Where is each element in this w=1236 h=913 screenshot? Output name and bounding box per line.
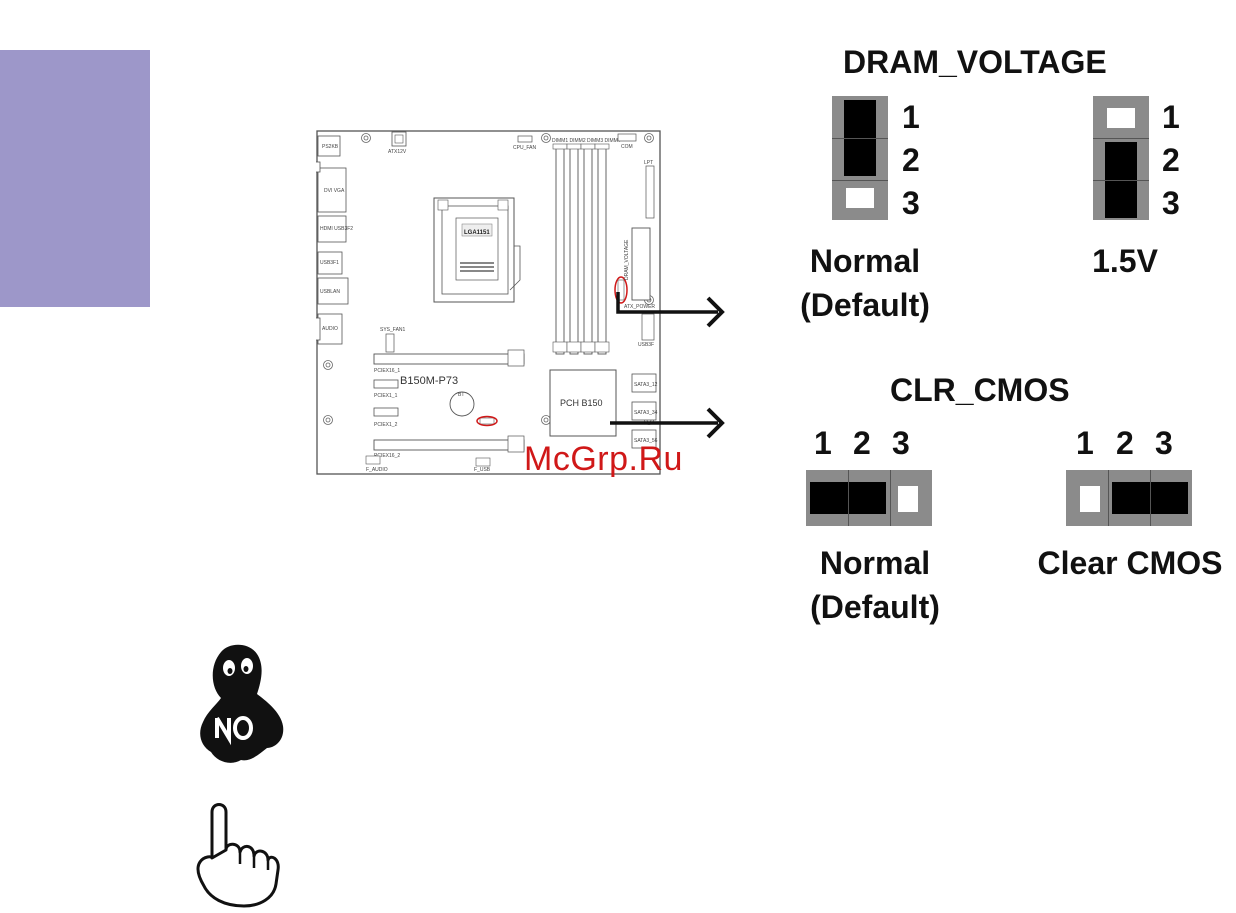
pointing-hand-icon	[196, 803, 280, 908]
dimm-labels: DIMM1 DIMM2 DIMM3 DIMM4	[552, 138, 621, 144]
motherboard-diagram: PS2KB DVI VGA HDMI USB3F2 USB3F1 USBLAN …	[316, 130, 661, 475]
usblan-label: USBLAN	[320, 289, 340, 295]
chipset-label: PCH B150	[560, 398, 603, 408]
dram-1-5v-caption: 1.5V	[1092, 243, 1158, 279]
com-label: COM	[621, 144, 633, 150]
hdmi-label: HDMI USB3F2	[320, 226, 353, 232]
clr-jumper-normal	[806, 470, 932, 526]
f-usb-label: F_USB	[474, 467, 491, 473]
usb3f-label: USB3F	[638, 342, 654, 348]
cpu-fan-label: CPU_FAN	[513, 145, 536, 151]
clr-normal-caption-line1: Normal	[819, 545, 931, 581]
clr-cmos-title: CLR_CMOS	[890, 372, 1070, 408]
watermark-text: McGrp.Ru	[524, 440, 683, 478]
sata12-label: SATA3_12	[634, 382, 658, 388]
dram-normal-pin-2: 2	[902, 142, 920, 178]
dram-jumper-normal	[832, 96, 888, 220]
battery-label: BT	[458, 392, 464, 398]
clr-clear-pin-2: 2	[1116, 425, 1134, 461]
socket-label: LGA1151	[464, 230, 490, 236]
pciex1-1-label: PCIEX1_1	[374, 393, 398, 399]
dram-voltage-title: DRAM_VOLTAGE	[843, 44, 1107, 80]
dram-1-5v-pin-1: 1	[1162, 99, 1180, 135]
dram-normal-caption: Normal (Default)	[780, 239, 950, 327]
sys-fan-label: SYS_FAN1	[380, 327, 406, 333]
sata56-label: SATA3_56	[634, 438, 658, 444]
clr-normal-caption: Normal (Default)	[790, 541, 960, 629]
pciex16-2-label: PCIEX16_2	[374, 453, 400, 459]
dram-jumper-1-5v	[1093, 96, 1149, 220]
pciex16-1-label: PCIEX16_1	[374, 368, 400, 374]
clr-clear-pin-1: 1	[1076, 425, 1094, 461]
dram-normal-pin-3: 3	[902, 185, 920, 221]
audio-label: AUDIO	[322, 326, 338, 332]
dram-voltage-board-label: DRAM_VOLTAGE	[624, 239, 630, 280]
clr-normal-pin-3: 3	[892, 425, 910, 461]
dram-normal-pin-1: 1	[902, 99, 920, 135]
clr-clear-pin-3: 3	[1155, 425, 1173, 461]
atx-power-label: ATX_POWER	[624, 304, 655, 310]
usb-label: USB3F1	[320, 260, 339, 266]
dram-normal-caption-line2: (Default)	[800, 287, 930, 323]
dram-normal-caption-line1: Normal	[809, 243, 921, 279]
side-tab	[0, 50, 150, 307]
pointer-arrows	[610, 292, 725, 439]
clr-normal-pin-1: 1	[814, 425, 832, 461]
f-audio-label: F_AUDIO	[366, 467, 388, 473]
clr-normal-pin-2: 2	[853, 425, 871, 461]
clr-normal-caption-line2: (Default)	[810, 589, 940, 625]
clr-jumper-clear	[1066, 470, 1192, 526]
dram-1-5v-pin-2: 2	[1162, 142, 1180, 178]
dvi-vga-label: DVI VGA	[324, 188, 345, 194]
atx12v-label: ATX12V	[388, 149, 407, 155]
ghost-no-icon	[200, 644, 284, 763]
sata34-label: SATA3_34	[634, 410, 658, 416]
lpt-label: LPT	[644, 160, 653, 166]
pciex1-2-label: PCIEX1_2	[374, 422, 398, 428]
clr-clear-caption: Clear CMOS	[1037, 545, 1223, 581]
dram-1-5v-pin-3: 3	[1162, 185, 1180, 221]
board-model-label: B150M-P73	[400, 375, 458, 387]
ps2-label: PS2KB	[322, 144, 339, 150]
